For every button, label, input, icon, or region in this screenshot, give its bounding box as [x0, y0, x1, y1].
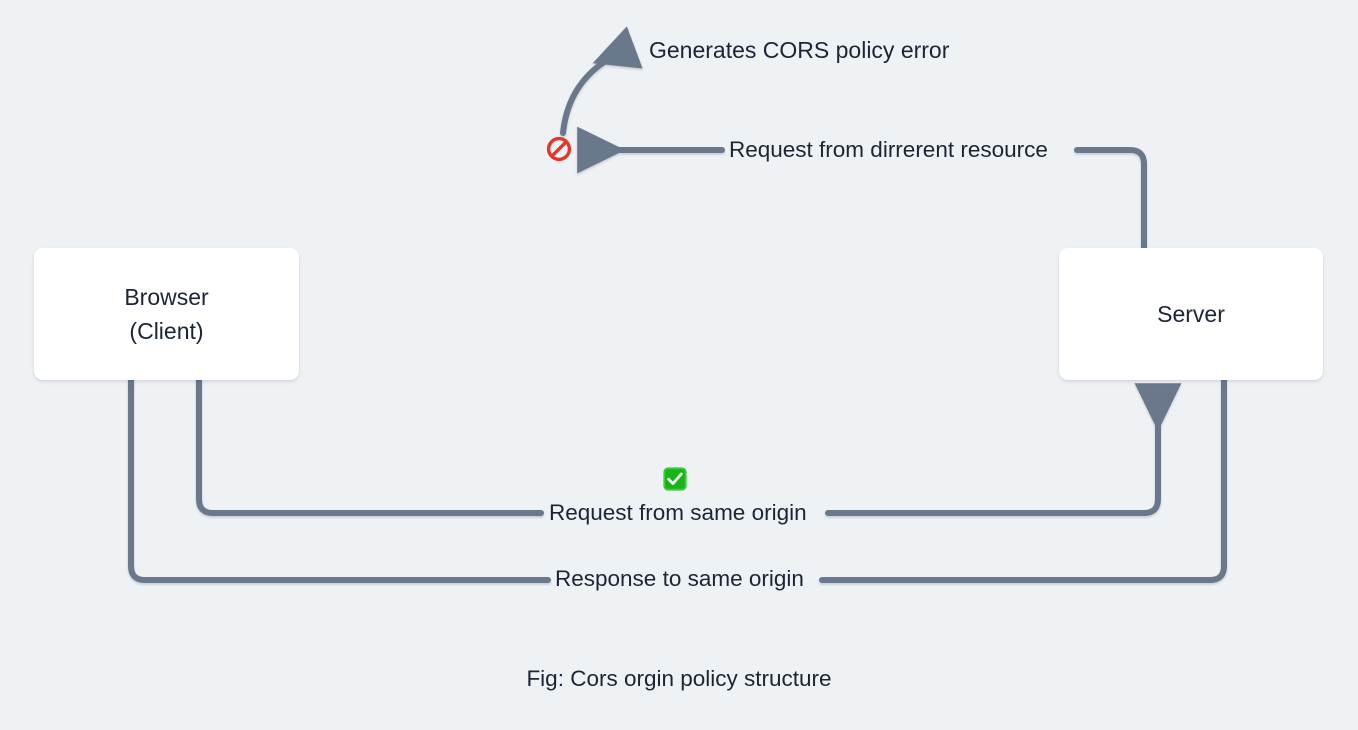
edge-label-cors-error: Generates CORS policy error [646, 39, 953, 62]
edge-different-resource-right [1074, 147, 1147, 251]
edge-same-origin-request-left [196, 377, 544, 516]
node-browser[interactable]: Browser (Client) [34, 248, 299, 380]
prohibition-icon [546, 136, 572, 162]
edge-same-origin-response-left [128, 377, 551, 583]
check-mark-icon [663, 467, 687, 491]
edge-label-same-origin-response: Response to same origin [552, 567, 807, 591]
node-server-label: Server [1157, 301, 1225, 327]
edge-cors-error-arrow [560, 26, 643, 136]
edge-same-origin-response-right [819, 377, 1227, 583]
edge-label-same-origin-request: Request from same origin [546, 501, 810, 525]
edge-same-origin-request-right [825, 383, 1182, 516]
figure-caption: Fig: Cors orgin policy structure [526, 666, 832, 691]
node-server[interactable]: Server [1059, 248, 1323, 380]
edge-label-different-resource: Request from dirrerent resource [726, 138, 1051, 162]
node-browser-label: Browser (Client) [124, 284, 209, 344]
